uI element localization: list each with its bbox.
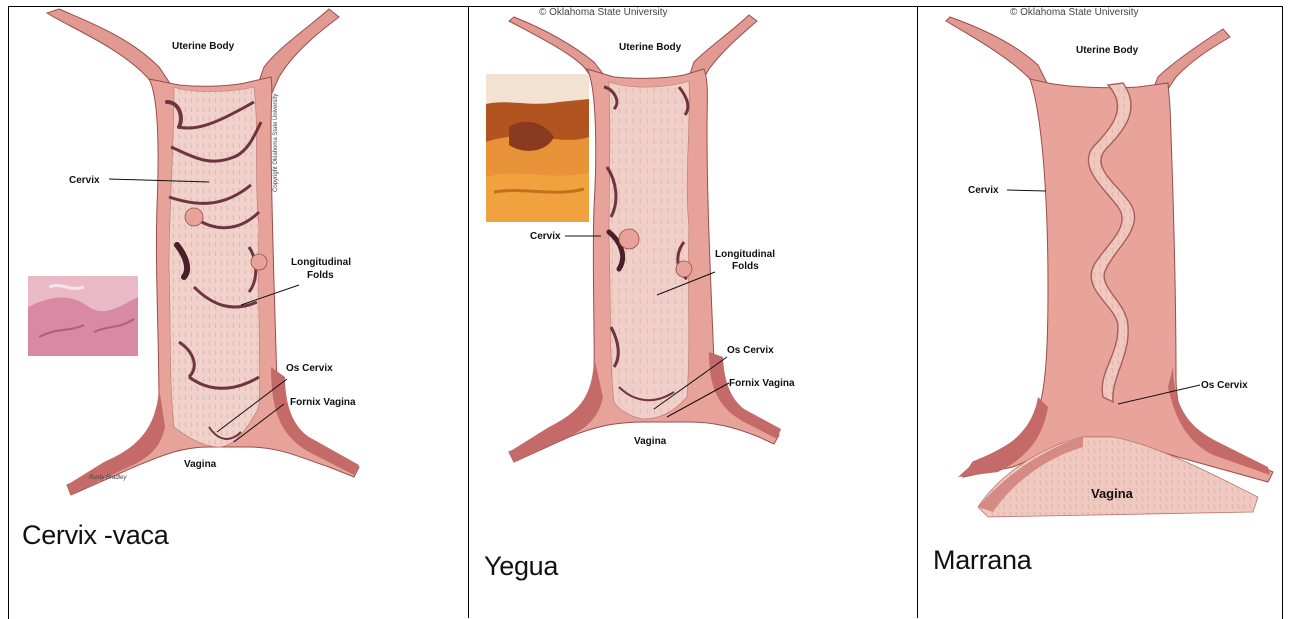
label-os-cervix: Os Cervix	[286, 363, 333, 374]
label-folds: Folds	[307, 270, 334, 281]
histology-inset	[28, 276, 138, 356]
label-uterine-body: Uterine Body	[172, 41, 235, 52]
panel-cow: Uterine Body Cervix Longitudinal Folds O…	[9, 7, 468, 618]
vertical-copyright: Copyright Oklahoma State University	[273, 94, 279, 192]
label-uterine-body: Uterine Body	[1076, 45, 1139, 56]
label-os-cervix: Os Cervix	[1201, 380, 1248, 391]
label-cervix: Cervix	[69, 175, 100, 186]
label-folds: Folds	[732, 261, 759, 272]
caption-sow: Marrana	[933, 545, 1031, 576]
artist-signature: Rusty Bradley	[89, 475, 127, 481]
photo-inset	[486, 74, 589, 222]
panel-mare: © Oklahoma State University	[469, 7, 917, 618]
copyright-sow: © Oklahoma State University	[1010, 7, 1139, 18]
label-cervix: Cervix	[530, 231, 561, 242]
sow-cervix-diagram: © Oklahoma State University Uterine Body…	[918, 7, 1280, 618]
mare-cervix-diagram: © Oklahoma State University	[469, 7, 917, 618]
label-fornix-vagina: Fornix Vagina	[290, 397, 356, 408]
label-vagina: Vagina	[1091, 486, 1134, 501]
panel-sow: © Oklahoma State University Uterine Body…	[918, 7, 1280, 618]
label-uterine-body: Uterine Body	[619, 42, 682, 53]
label-fornix-vagina: Fornix Vagina	[729, 378, 795, 389]
caption-mare: Yegua	[484, 551, 558, 582]
label-longitudinal: Longitudinal	[291, 257, 351, 268]
label-cervix: Cervix	[968, 185, 999, 196]
caption-cow: Cervix -vaca	[22, 520, 168, 551]
label-longitudinal: Longitudinal	[715, 249, 775, 260]
label-vagina: Vagina	[184, 459, 217, 470]
label-vagina: Vagina	[634, 436, 667, 447]
copyright-mare: © Oklahoma State University	[539, 7, 668, 18]
label-os-cervix: Os Cervix	[727, 345, 774, 356]
